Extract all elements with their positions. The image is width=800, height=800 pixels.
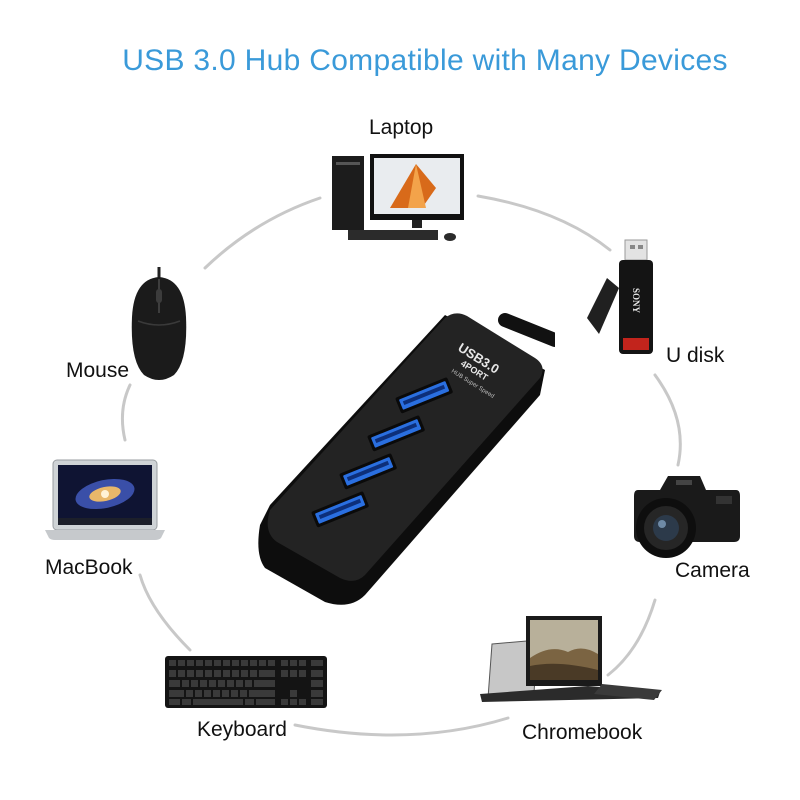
hub-cable: [498, 313, 555, 347]
hub-ports: [311, 377, 453, 528]
usb-port: [311, 491, 369, 528]
ring-arc-chromebook-keyboard: [293, 716, 510, 737]
mouse: [444, 233, 456, 241]
camera-lens-glass: [653, 515, 679, 541]
u-disk-image: SONY: [587, 239, 653, 354]
ring-arc-camera-chromebook: [606, 598, 657, 677]
device-label-mouse: Mouse: [66, 359, 130, 382]
ring-arc-macbook-mouse: [120, 383, 132, 442]
device-label-camera: Camera: [675, 559, 750, 582]
macbook-base: [45, 530, 165, 540]
ring-arc-laptop-udisk: [476, 194, 612, 252]
laptop-image: [332, 154, 464, 241]
usb-hub-image: USB3.0 4PORT HUB Super Speed: [258, 313, 555, 605]
camera-image: [634, 476, 740, 558]
macbook-image: [45, 459, 165, 540]
mouse-body: [131, 277, 187, 380]
chromebook-image: [480, 616, 662, 702]
u-disk-body: [619, 260, 653, 354]
usb-port: [339, 453, 397, 490]
device-label-laptop: Laptop: [369, 116, 434, 139]
u-disk-connector: [624, 239, 648, 261]
page-title: USB 3.0 Hub Compatible with Many Devices: [0, 44, 800, 78]
mouse-image: [131, 267, 187, 380]
keyboard: [348, 230, 438, 240]
keyboard-image: [165, 656, 327, 708]
title-text: USB 3.0 Hub Compatible with Many Devices: [122, 44, 728, 77]
pc-tower: [332, 156, 364, 230]
u-disk-brand: SONY: [631, 288, 641, 314]
device-label-macbook: MacBook: [45, 556, 133, 579]
ring-arc-udisk-camera: [653, 373, 682, 467]
ring-arc-mouse-laptop: [203, 196, 322, 270]
device-label-u-disk: U disk: [666, 344, 725, 367]
usb-port: [367, 415, 425, 452]
usb-port: [395, 377, 453, 414]
u-disk-cap: [587, 278, 619, 334]
ring-arc-keyboard-macbook: [138, 573, 192, 652]
device-label-keyboard: Keyboard: [197, 718, 287, 741]
device-label-chromebook: Chromebook: [522, 721, 643, 744]
mouse-wheel: [156, 289, 162, 303]
